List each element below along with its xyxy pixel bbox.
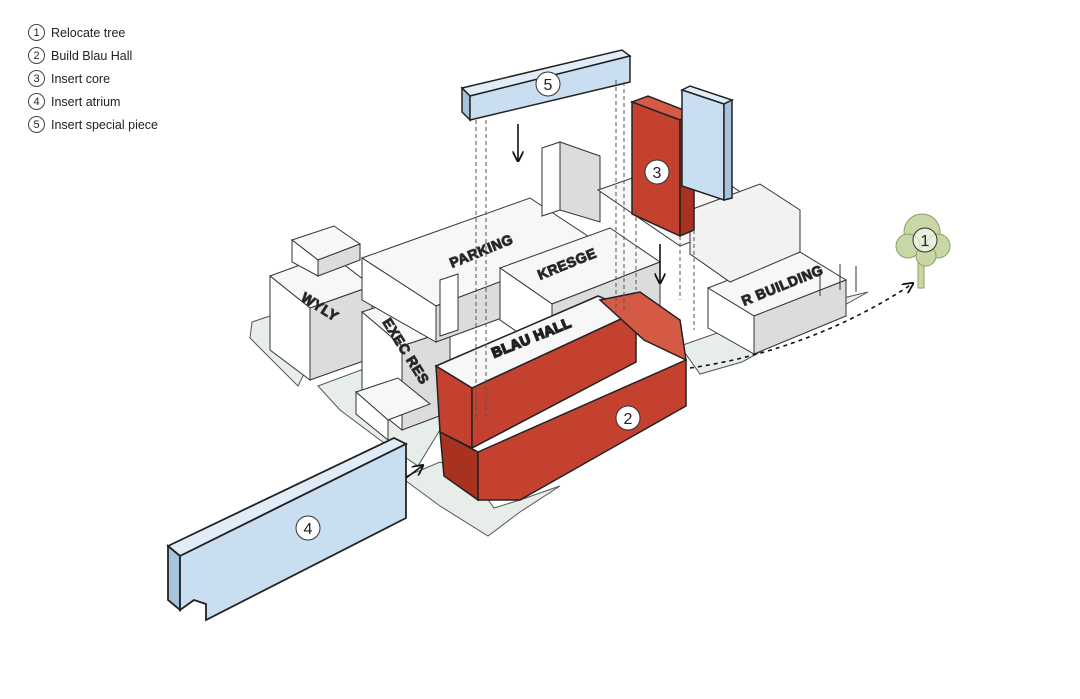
legend-label: Build Blau Hall [51, 48, 133, 63]
legend-number: 5 [28, 116, 45, 133]
marker-blau-number: 2 [624, 411, 633, 428]
marker-special: 5 [535, 71, 561, 97]
legend-number: 1 [28, 24, 45, 41]
marker-tree: 1 [912, 227, 938, 253]
legend-item: 2 Build Blau Hall [28, 44, 158, 67]
legend-number: 4 [28, 93, 45, 110]
marker-atrium-number: 4 [304, 521, 313, 538]
legend-item: 1 Relocate tree [28, 21, 158, 44]
legend-label: Insert atrium [51, 94, 121, 109]
wyly-building: WYLY [268, 225, 374, 381]
marker-core: 3 [644, 159, 670, 185]
legend-label: Insert special piece [51, 117, 159, 132]
legend-label: Relocate tree [51, 25, 126, 40]
arrow-atrium-in [405, 466, 422, 479]
arrows [405, 124, 912, 479]
marker-special-number: 5 [544, 77, 553, 94]
blue-tower-piece [680, 85, 734, 202]
marker-tree-number: 1 [921, 233, 930, 250]
arrow-tree-relocate [689, 284, 912, 369]
atrium-piece [166, 436, 409, 622]
legend-item: 4 Insert atrium [28, 90, 158, 113]
legend-number: 2 [28, 47, 45, 64]
marker-atrium: 4 [295, 515, 321, 541]
marker-blau: 2 [615, 405, 641, 431]
projection-lines [475, 80, 695, 420]
legend-label: Insert core [51, 71, 111, 86]
legend-item: 3 Insert core [28, 67, 158, 90]
marker-core-number: 3 [653, 165, 662, 182]
legend-number: 3 [28, 70, 45, 87]
legend-item: 5 Insert special piece [28, 113, 158, 136]
